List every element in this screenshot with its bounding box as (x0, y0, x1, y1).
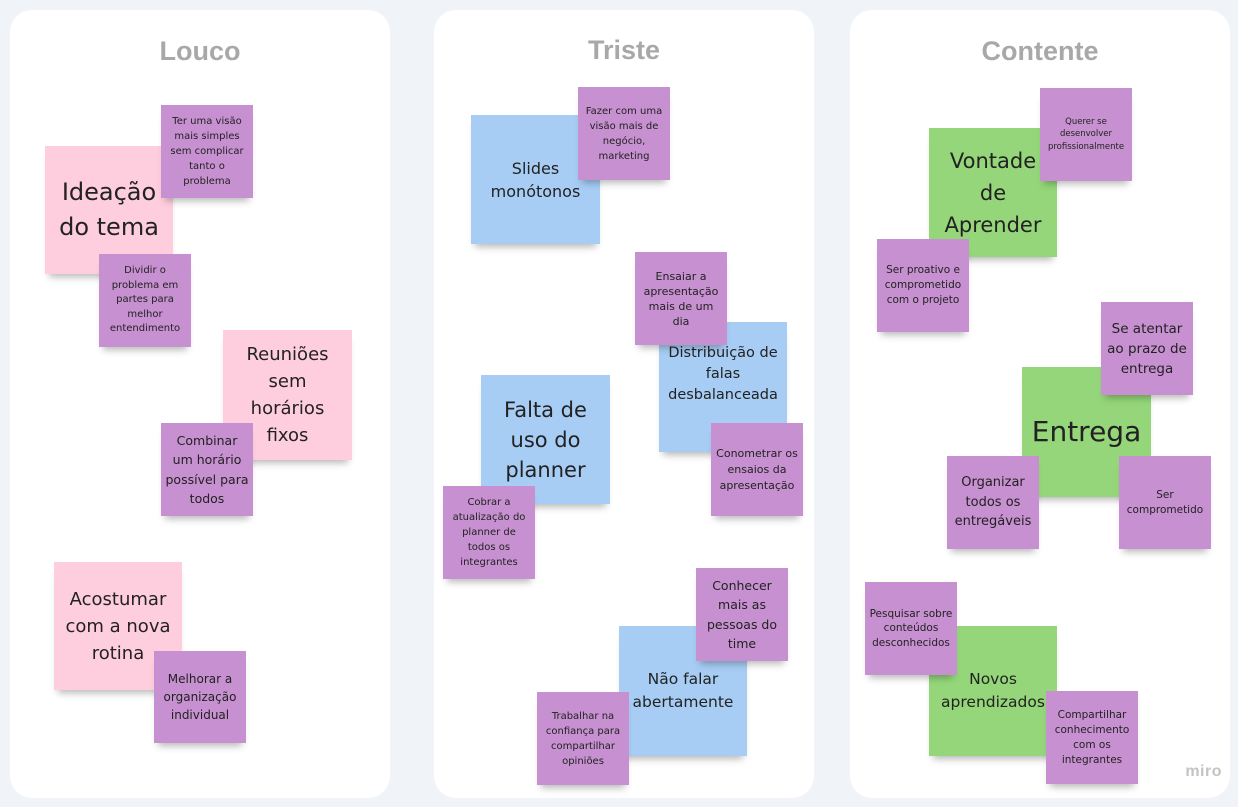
sticky-note-combinar-horario[interactable]: Combinar um horário possível para todos (161, 423, 253, 516)
sticky-note-falta-planner[interactable]: Falta de uso do planner (481, 375, 610, 504)
sticky-note-melhorar-organizacao[interactable]: Melhorar a organização individual (154, 651, 246, 743)
sticky-note-organizar-entregaveis[interactable]: Organizar todos os entregáveis (947, 456, 1039, 549)
sticky-note-reunioes-sem-horarios[interactable]: Reuniões sem horários fixos (223, 330, 352, 460)
sticky-note-dividir-problema[interactable]: Dividir o problema em partes para melhor… (99, 254, 191, 347)
sticky-note-ensaiar-apresentacao[interactable]: Ensaiar a apresentação mais de um dia (635, 252, 727, 345)
sticky-note-pesquisar-conteudos[interactable]: Pesquisar sobre conteúdos desconhecidos (865, 582, 957, 675)
sticky-note-cobrar-planner[interactable]: Cobrar a atualização do planner de todos… (443, 486, 535, 579)
sticky-note-ser-proativo[interactable]: Ser proativo e comprometido com o projet… (877, 239, 969, 332)
sticky-note-desenvolver-profissional[interactable]: Querer se desenvolver profissionalmente (1040, 88, 1132, 181)
column-title: Contente (981, 36, 1099, 66)
sticky-note-conhecer-pessoas[interactable]: Conhecer mais as pessoas do time (696, 568, 788, 661)
sticky-note-atentar-prazo[interactable]: Se atentar ao prazo de entrega (1101, 302, 1193, 395)
sticky-note-visao-negocio[interactable]: Fazer com uma visão mais de negócio, mar… (578, 87, 670, 180)
column-title: Louco (159, 36, 241, 66)
sticky-note-compartilhar-conhecimento[interactable]: Compartilhar conhecimento com os integra… (1046, 691, 1138, 784)
sticky-note-ideacao-tema[interactable]: Ideação do tema (45, 146, 173, 274)
sticky-note-vontade-aprender[interactable]: Vontade de Aprender (929, 128, 1057, 257)
sticky-note-trabalhar-confianca[interactable]: Trabalhar na confiança para compartilhar… (537, 692, 629, 785)
sticky-note-cronometrar-ensaios[interactable]: Conometrar os ensaios da apresentação (711, 423, 803, 516)
miro-logo: miro (1185, 763, 1222, 780)
column-title: Triste (587, 35, 661, 65)
sticky-note-visao-simples[interactable]: Ter uma visão mais simples sem complicar… (161, 105, 253, 198)
sticky-note-ser-comprometido[interactable]: Ser comprometido (1119, 456, 1211, 549)
